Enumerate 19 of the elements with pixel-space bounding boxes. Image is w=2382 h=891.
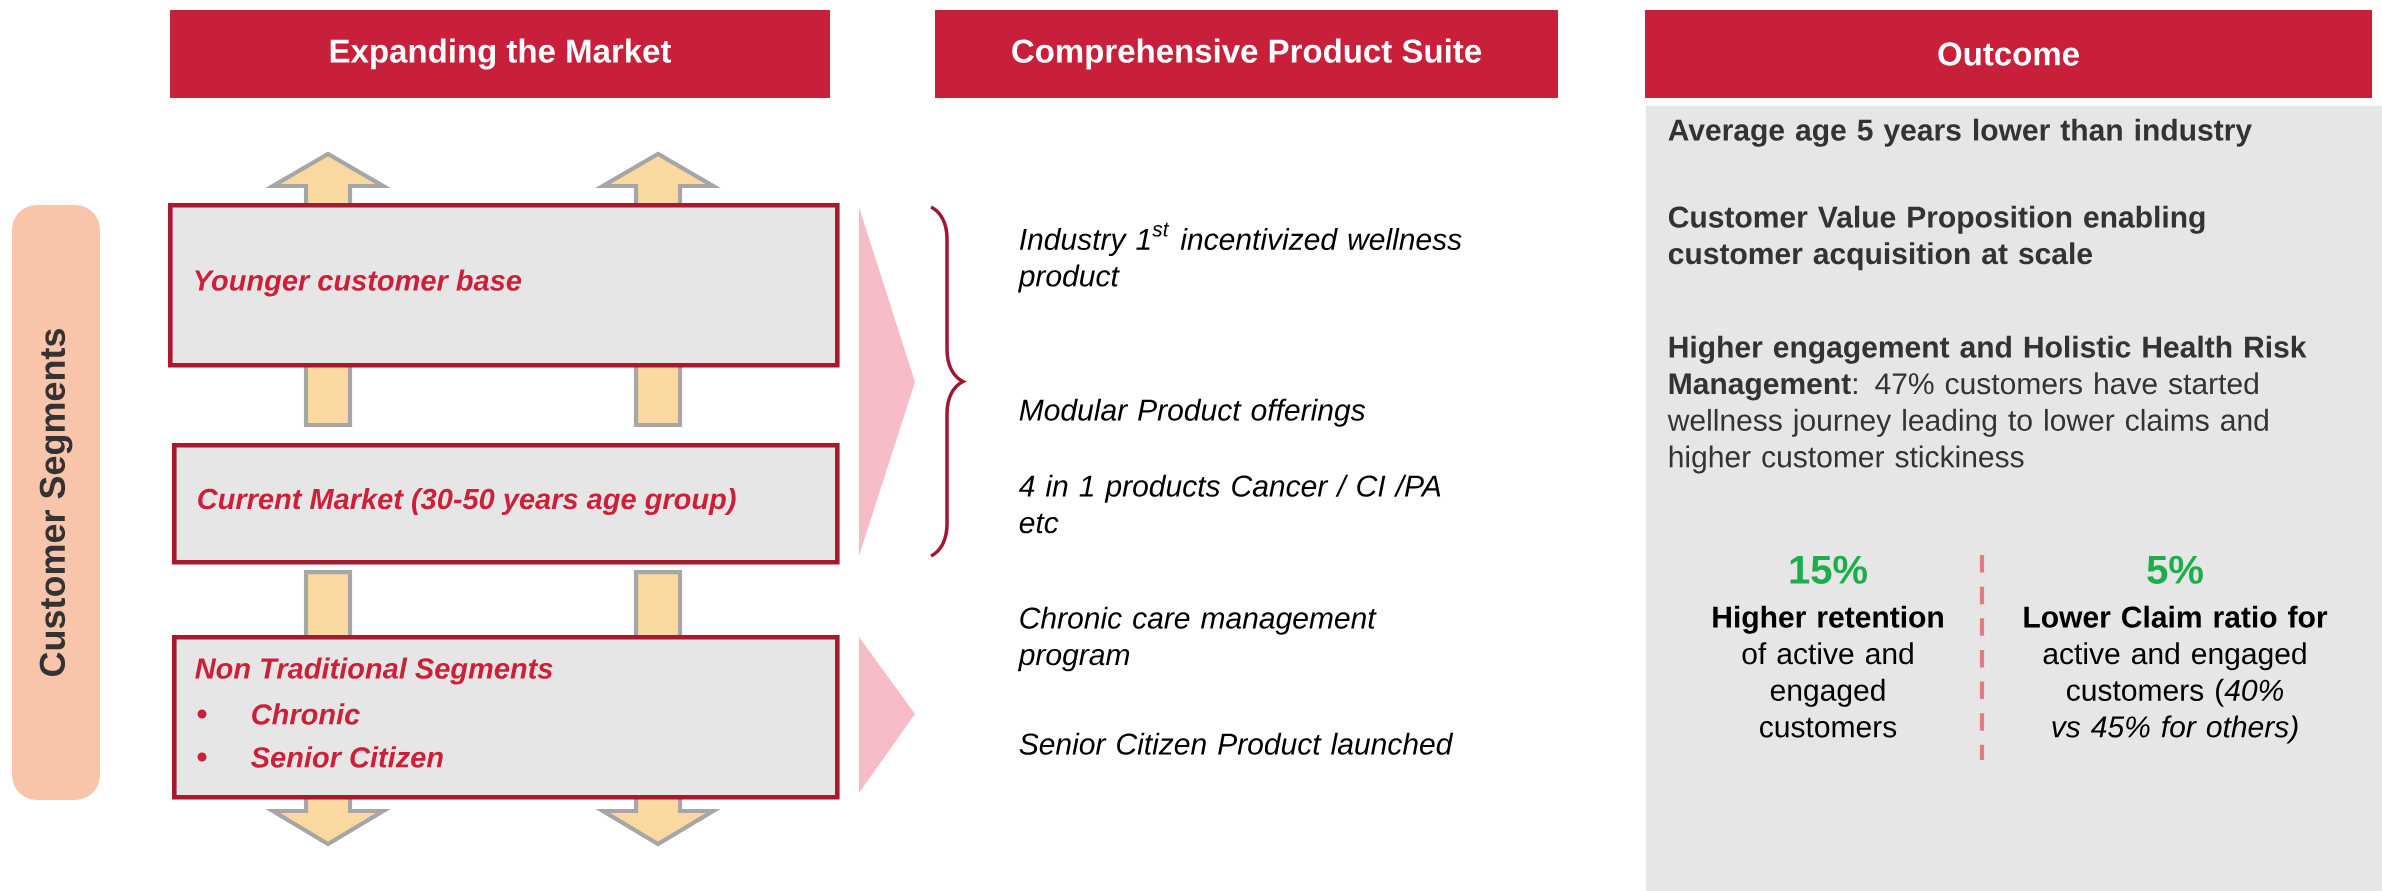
- product-text: 4 in 1 products Cancer / CI /PA etc: [1018, 474, 1441, 534]
- segment-band: Customer Segments: [12, 205, 100, 800]
- header-bar: Outcome: [1645, 10, 2372, 98]
- product-text: Industry 1$^{st}$ incentivized wellness product: [1017, 222, 1462, 293]
- outcome-text: Average age 5 years lower than industry: [1668, 118, 2252, 147]
- product-text: Chronic care management program: [1017, 606, 1377, 672]
- header-bar: Comprehensive Product Suite: [935, 10, 1558, 98]
- stat-caption: Higher retention of active and engaged customers: [1713, 605, 1943, 738]
- stat-value: 15%: [1790, 555, 1867, 584]
- segment-box: Current Market (30-50 years age group): [172, 443, 840, 565]
- segment-box: Younger customer base: [168, 203, 840, 368]
- segment-box: Non Traditional Segments Chronic Senior Citizen: [172, 635, 840, 800]
- stat-caption: Lower Claim ratio for active and engaged customers (40% vs 45% for others): [2024, 605, 2328, 744]
- outcome-text: Customer Value Proposition enabling customer acquisition at scale: [1668, 205, 2205, 271]
- product-text: Modular Product offerings: [1019, 398, 1366, 427]
- header-bar: Expanding the Market: [170, 10, 830, 98]
- product-text: Senior Citizen Product launched: [1019, 732, 1454, 755]
- outcome-text: Higher engagement and Holistic Health Risk Management: 47% customers have started wellness journey leading to lower claims and higher customer stickiness: [1667, 335, 2307, 474]
- stat-value: 5%: [2147, 555, 2203, 584]
